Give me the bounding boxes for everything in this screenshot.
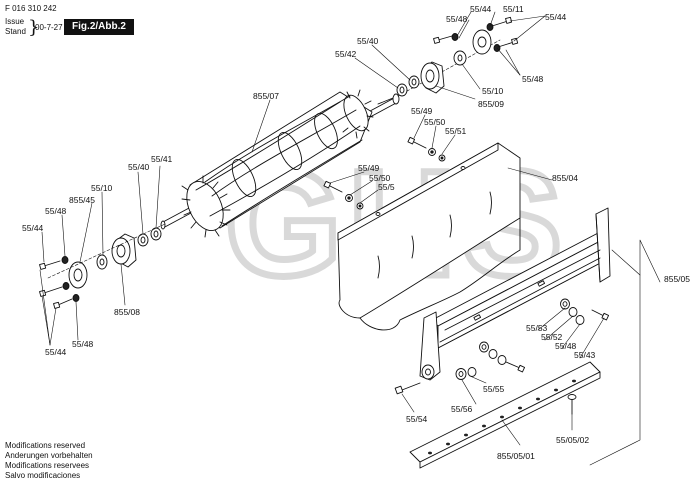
label-55-48-left: 55/48 xyxy=(45,206,67,216)
label-55-40-left: 55/40 xyxy=(128,162,150,172)
right-bearing-assembly xyxy=(396,16,519,97)
document-number: F 016 310 242 xyxy=(5,4,57,13)
cutting-cylinder xyxy=(160,89,400,238)
label-55-11: 55/11 xyxy=(503,4,524,14)
figure-badge: Fig.2/Abb.2 xyxy=(64,19,134,35)
label-55-52: 55/52 xyxy=(541,332,563,342)
label-55-42: 55/42 xyxy=(335,49,357,59)
label-55-44-bottom: 55/44 xyxy=(45,347,67,357)
label-55-5: 55/5 xyxy=(378,182,395,192)
label-55-49-a: 55/49 xyxy=(411,106,433,116)
label-55-50-b: 55/50 xyxy=(369,173,391,183)
bedknife-blade xyxy=(409,361,601,469)
label-55-44-top: 55/44 xyxy=(470,4,492,14)
label-55-54: 55/54 xyxy=(406,414,428,424)
footer-line-3: Modifications reservees xyxy=(5,461,90,470)
label-855-04: 855/04 xyxy=(552,173,578,183)
label-855-45: 855/45 xyxy=(69,195,95,205)
label-55-44-left: 55/44 xyxy=(22,223,44,233)
label-55-44-right: 55/44 xyxy=(545,12,567,22)
label-855-05-01: 855/05/01 xyxy=(497,451,535,461)
label-855-07: 855/07 xyxy=(253,91,279,101)
issue-label: Issue xyxy=(5,17,25,26)
label-55-10-top: 55/10 xyxy=(482,86,504,96)
brace-symbol: } xyxy=(28,17,40,38)
label-55-05-02: 55/05/02 xyxy=(556,435,590,445)
label-855-05: 855/05 xyxy=(664,274,690,284)
label-55-56: 55/56 xyxy=(451,404,473,414)
blade-carrier-frame xyxy=(419,207,611,381)
label-55-41: 55/41 xyxy=(151,154,173,164)
label-55-51: 55/51 xyxy=(445,126,467,136)
footer-line-1: Modifications reserved xyxy=(5,441,86,450)
label-55-50-a: 55/50 xyxy=(424,117,446,127)
issue-date: 00-7-27 xyxy=(35,23,63,32)
label-55-40-top: 55/40 xyxy=(357,36,379,46)
bottom-plate xyxy=(337,142,521,331)
left-bearing-assembly xyxy=(39,223,166,309)
stand-label: Stand xyxy=(5,27,26,36)
footer-line-4: Salvo modificaciones xyxy=(5,471,81,480)
label-855-09: 855/09 xyxy=(478,99,504,109)
label-855-08: 855/08 xyxy=(114,307,140,317)
plate-screws xyxy=(323,136,446,210)
label-55-49-b: 55/49 xyxy=(358,163,380,173)
label-55-48-right: 55/48 xyxy=(522,74,544,84)
label-55-48-bottom: 55/48 xyxy=(72,339,94,349)
label-55-43: 55/43 xyxy=(574,350,596,360)
label-55-10-left: 55/10 xyxy=(91,183,113,193)
carrier-fasteners xyxy=(394,298,610,395)
label-55-55: 55/55 xyxy=(483,384,505,394)
footer-line-2: Anderungen vorbehalten xyxy=(5,451,93,460)
label-55-48-top: 55/48 xyxy=(446,14,468,24)
label-55-53: 55/53 xyxy=(526,323,548,333)
leader-lines xyxy=(39,11,661,466)
label-55-48-mid: 55/48 xyxy=(555,341,577,351)
